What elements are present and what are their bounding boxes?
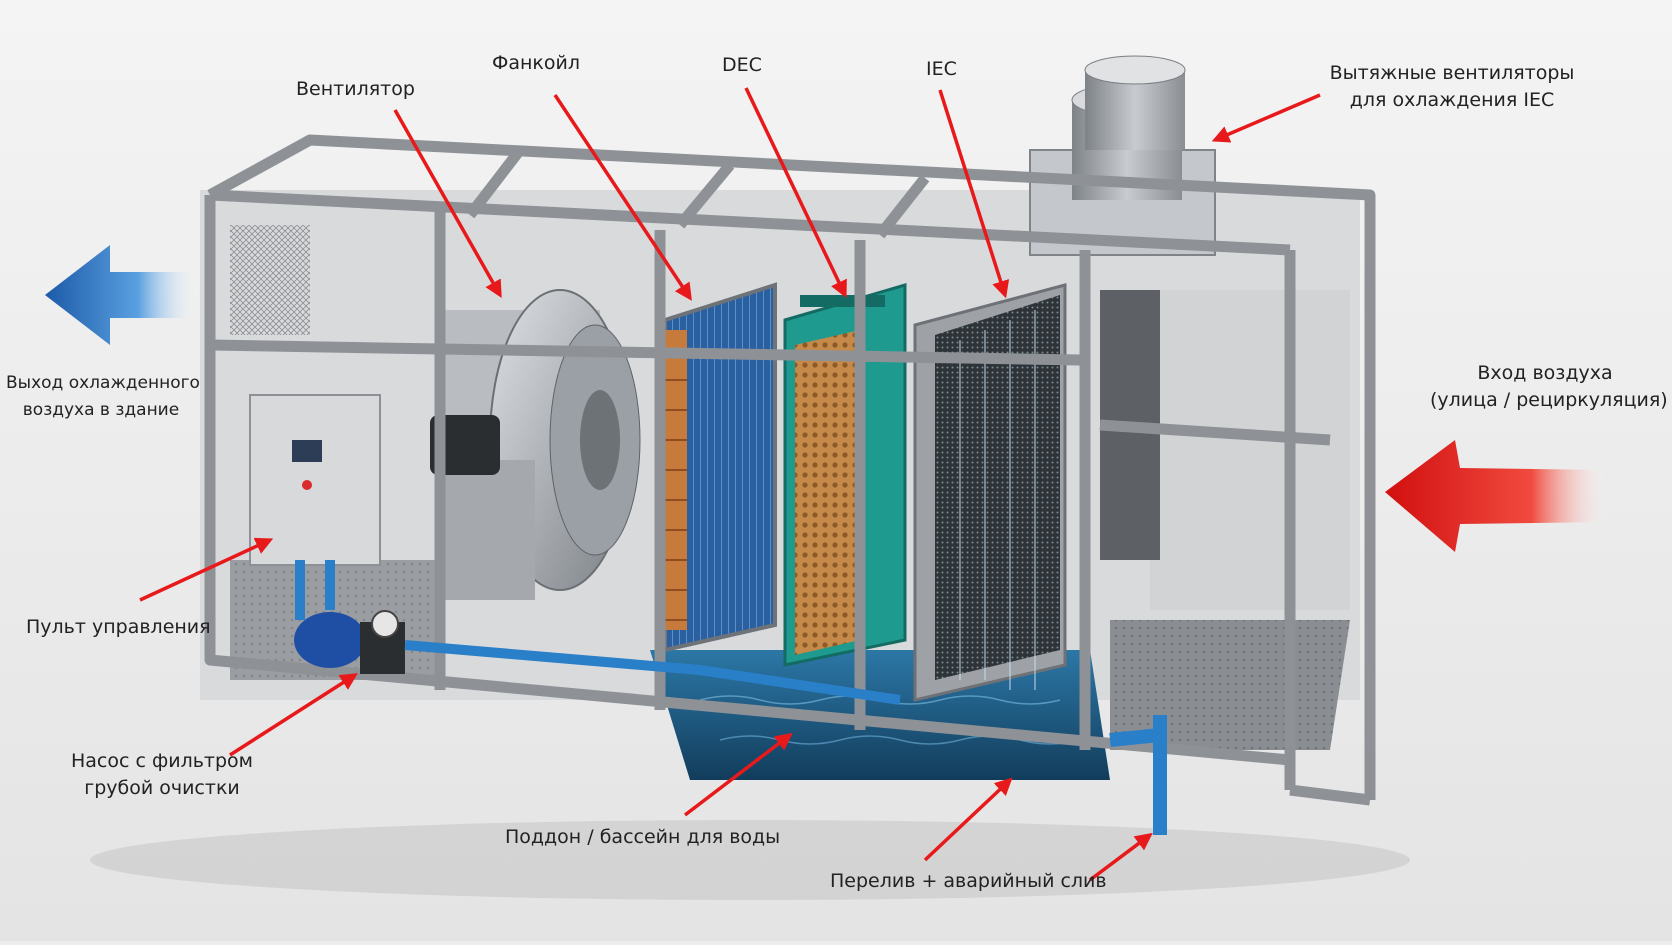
dec-unit (783, 283, 907, 667)
label-dec: DEC (722, 54, 762, 76)
floor-shadow (90, 820, 1410, 900)
arrow-fancoil (553, 94, 692, 301)
arrow-fan (393, 109, 502, 299)
label-outlet-line2: воздуха в здание (22, 400, 180, 420)
intake-mesh (230, 225, 310, 335)
label-inlet: Вход воздуха (улица / рециркуляция) (1430, 360, 1668, 414)
pump-and-piping (294, 560, 1167, 835)
label-control-panel: Пульт управления (26, 616, 211, 638)
arrow-exhaust-fans (1211, 93, 1321, 143)
label-fan: Вентилятор (296, 78, 415, 100)
inlet-air-arrow (1385, 440, 1610, 552)
arrow-basin-edge (923, 777, 1013, 862)
outlet-air-arrow (45, 245, 200, 345)
control-panel (249, 394, 381, 566)
arrow-overflow (1088, 832, 1153, 882)
label-sump: Поддон / бассейн для воды (505, 826, 781, 848)
label-exhaust-fans-line1: Вытяжные вентиляторы (1329, 62, 1575, 84)
label-pump-line2: грубой очистки (84, 777, 240, 799)
copper-tubes (665, 330, 687, 630)
fancoil-unit (663, 282, 777, 653)
label-inlet-line2: (улица / рециркуляция) (1430, 389, 1668, 411)
label-exhaust-fans-line2: для охлаждения IEC (1349, 89, 1555, 111)
steel-frame (204, 134, 1376, 806)
callout-arrows (139, 87, 1321, 882)
arrow-dec (744, 87, 847, 299)
label-pump-line1: Насос с фильтром (71, 750, 253, 772)
label-iec: IEC (926, 58, 957, 80)
arrow-pump (229, 673, 358, 757)
label-outlet-line1: Выход охлажденного (6, 373, 200, 393)
label-overflow: Перелив + аварийный слив (830, 870, 1107, 892)
label-fancoil: Фанкойл (492, 52, 581, 74)
iec-unit (913, 283, 1067, 702)
arrow-control-panel (139, 537, 274, 602)
label-pump: Насос с фильтром грубой очистки (62, 748, 262, 802)
label-inlet-line1: Вход воздуха (1477, 362, 1613, 384)
arrow-iec (938, 89, 1010, 299)
fan-motor (430, 415, 500, 475)
arrow-sump (683, 732, 793, 817)
centrifugal-fan (430, 289, 641, 600)
label-outlet: Выход охлажденного воздуха в здание (6, 370, 200, 424)
label-exhaust-fans: Вытяжные вентиляторы для охлаждения IEC (1322, 60, 1582, 114)
